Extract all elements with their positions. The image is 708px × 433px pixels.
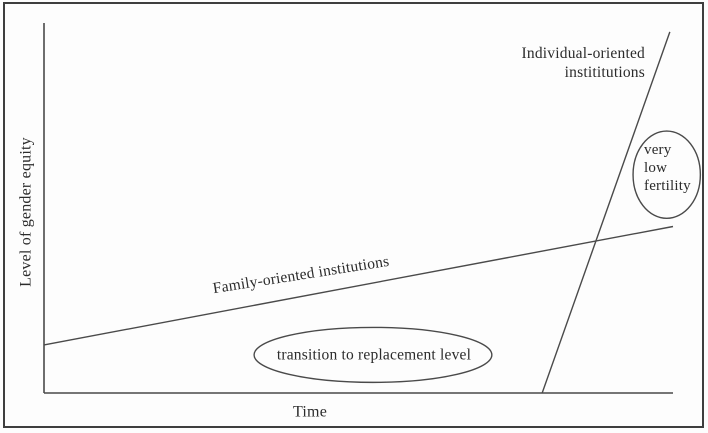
fertility-label-line1: very [644,142,672,158]
fertility-ellipse-label: very low fertility [644,141,691,195]
individual-line-label: Individual-oriented instititutions [522,44,645,82]
annotation-ellipse-0 [253,326,493,384]
fertility-label-line2: low [644,160,668,176]
x-axis-label: Time [292,403,328,421]
figure-border-frame [3,2,704,428]
series-line-0 [43,225,674,346]
fertility-label-line3: fertility [644,178,691,194]
individual-line-label-line2: instititutions [564,64,645,81]
y-axis-label: Level of gender equity [17,137,35,287]
transition-ellipse-label: transition to replacement level [276,346,472,364]
individual-line-label-line1: Individual-oriented [521,45,645,62]
annotation-ellipse-1 [632,130,702,220]
series-line-1 [541,31,671,394]
